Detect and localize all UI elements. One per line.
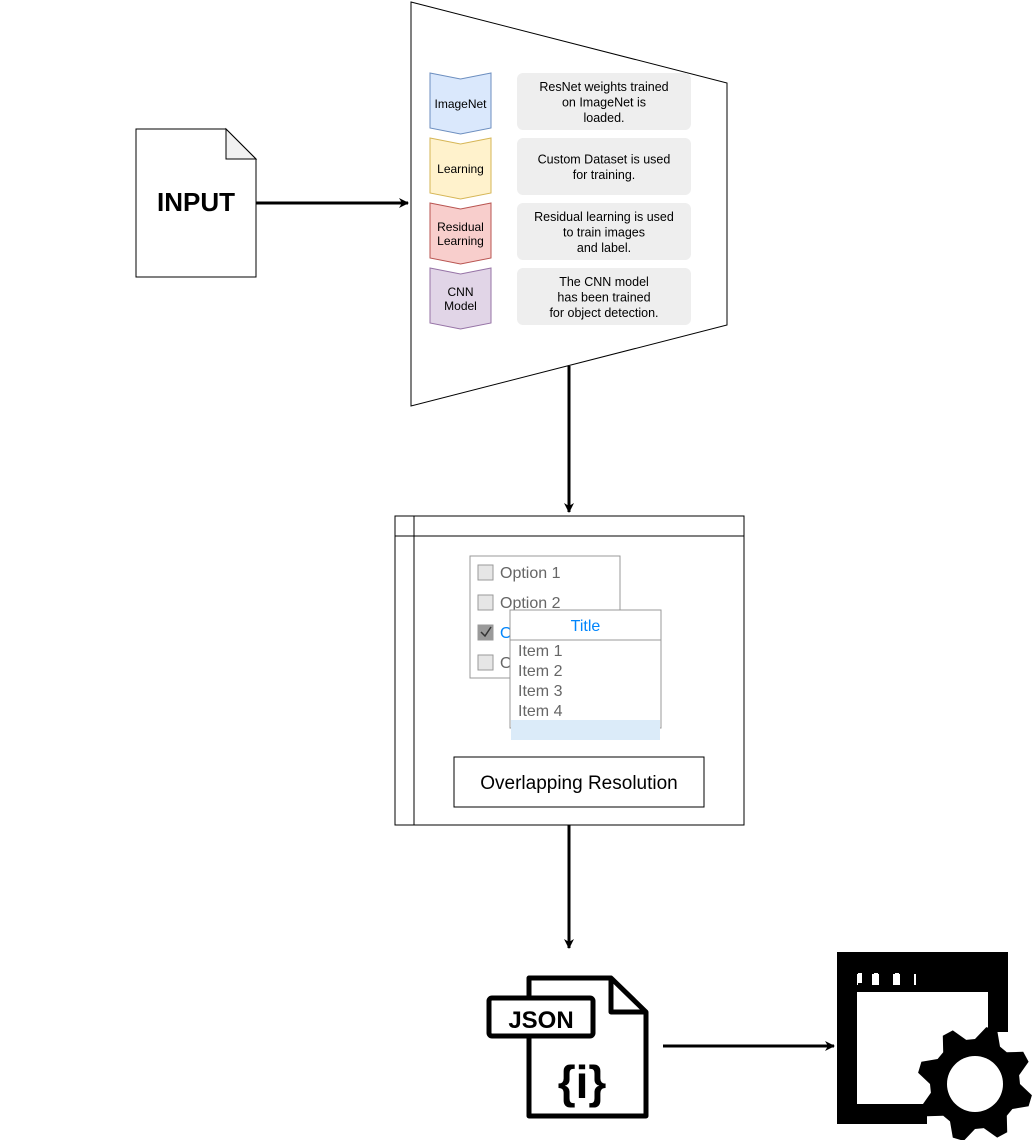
checkbox-clip: Option 3 Option 4 (477, 624, 561, 672)
checkbox-option[interactable]: Option 1 (477, 564, 561, 582)
list-items: Item 1 Item 2 Item 3 Item 4 (511, 643, 660, 740)
resolution-panel: Option 3 Option 4 Option 1 Option 2 Title I… (394, 515, 745, 826)
step-description-box (517, 138, 691, 195)
list-item[interactable]: Item 3 (511, 683, 660, 740)
step-chevron (429, 137, 492, 200)
json-glyph: {i} (558, 1056, 607, 1108)
list-popup: Title Item 1 Item 2 Item 3 Item 4 (509, 609, 662, 740)
step-tag: ImageNet (434, 97, 487, 111)
check-icon (480, 626, 492, 638)
resolution-label-box (453, 756, 705, 808)
app-settings-icon (837, 952, 1032, 1140)
list-item-label: Item 3 (518, 683, 563, 700)
checkbox-option[interactable]: Option 3 (477, 624, 561, 642)
list-title: Title (571, 618, 601, 635)
list-item[interactable]: Item 1 (518, 643, 563, 660)
checkbox-option[interactable]: Option 4 (477, 654, 561, 672)
checkbox-label: Option 1 (500, 565, 561, 582)
checkbox[interactable] (477, 594, 494, 611)
checkbox-list: Option 3 Option 4 Option 1 Option 2 (477, 564, 561, 672)
json-file-icon: JSON {i} (486, 975, 649, 1119)
step-chevron (429, 267, 492, 330)
list-item[interactable]: Item 4 (518, 703, 563, 720)
checkbox-label: Option 2 (500, 595, 561, 612)
list-item-label: Item 1 (518, 643, 563, 660)
step-tag: Learning (437, 162, 484, 176)
input-label: INPUT (157, 187, 235, 217)
checkbox-label: Option 3 (500, 625, 561, 642)
step-chevron (429, 72, 492, 135)
step-chevron (429, 202, 492, 265)
step-description-box (517, 73, 691, 130)
checkbox-label: Option 4 (500, 655, 561, 672)
json-label: JSON (508, 1007, 573, 1034)
list-item-highlight (511, 720, 660, 740)
list-item-label: Item 2 (518, 663, 563, 680)
step-description-box (517, 203, 691, 260)
checkbox-option[interactable]: Option 2 (477, 594, 561, 612)
list-item[interactable]: Item 2 (518, 663, 563, 680)
checkbox[interactable] (477, 654, 494, 671)
resolution-label: Overlapping Resolution (480, 773, 678, 794)
list-item-label: Item 4 (518, 703, 563, 720)
checkbox[interactable] (477, 564, 494, 581)
input-document: INPUT (135, 127, 258, 278)
step-description-box (517, 268, 691, 325)
